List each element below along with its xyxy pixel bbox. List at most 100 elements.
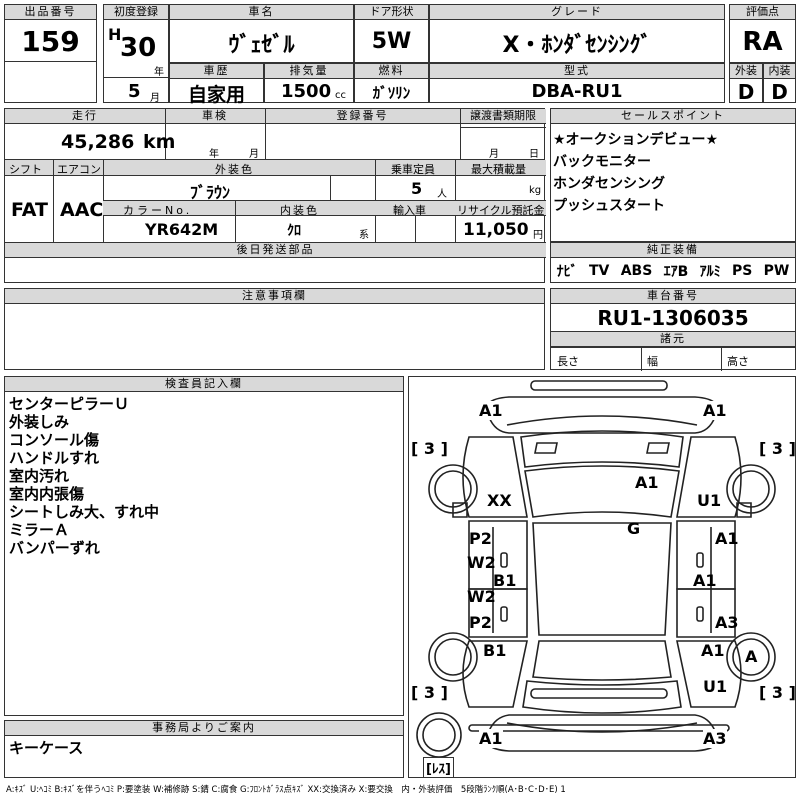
header-block: 出品番号 159 初度登録 H 30 年 5 月 車名 ｳﾞｪｾﾞﾙ ドア形状 … bbox=[4, 4, 796, 106]
car-outline bbox=[416, 380, 776, 758]
equipment-item: ｱﾙﾐ bbox=[699, 264, 721, 280]
mark-rear-door-left-paint: P2 bbox=[469, 613, 492, 632]
car-name-value: ｳﾞｪｾﾞﾙ bbox=[228, 33, 295, 58]
sales-point-item: ホンダセンシング bbox=[553, 176, 665, 192]
capacity-value: 5 bbox=[411, 179, 423, 198]
mark-front-door-right: A1 bbox=[715, 529, 739, 548]
inspector-item: ミラーＡ bbox=[9, 521, 70, 539]
office-label: 事務局よりご案内 bbox=[5, 721, 403, 736]
door-value: 5W bbox=[371, 29, 412, 54]
mark-fender-left: XX bbox=[487, 491, 512, 510]
mark-front-door-left-repair: W2 bbox=[467, 553, 496, 572]
mark-rocker-right: A1 bbox=[693, 571, 717, 590]
model-label: 型式 bbox=[430, 64, 724, 79]
mark-quarter-left: B1 bbox=[483, 641, 507, 660]
recycle-unit: 円 bbox=[533, 230, 543, 241]
deadline-label: 譲渡書類期限 bbox=[460, 109, 546, 124]
tire-rear-left: [ 3 ] bbox=[411, 683, 448, 702]
equipment-item: PW bbox=[763, 263, 790, 279]
shift-label: シフト bbox=[9, 163, 42, 176]
sales-points-block: セールスポイント ★オークションデビュー★ バックモニター ホンダセンシング プ… bbox=[550, 108, 796, 242]
color-no-label: カラーNo. bbox=[123, 204, 193, 217]
capacity-unit: 人 bbox=[437, 189, 447, 200]
notes-block: 注意事項欄 bbox=[4, 288, 545, 370]
grade-value: X・ﾎﾝﾀﾞｾﾝｼﾝｸﾞ bbox=[502, 33, 652, 58]
mark-fender-right: U1 bbox=[697, 491, 722, 510]
max-load-unit: kg bbox=[529, 185, 542, 196]
model-cell: 型式 DBA-RU1 bbox=[429, 63, 725, 103]
inspection-label: 車検 bbox=[165, 109, 265, 124]
score-label: 評価点 bbox=[730, 5, 795, 20]
sales-point-item: バックモニター bbox=[553, 154, 651, 170]
first-registration-label: 初度登録 bbox=[104, 5, 168, 20]
equipment-block: 純正装備 ﾅﾋﾞ TV ABS ｴｱB ｱﾙﾐ PS PW bbox=[550, 242, 796, 283]
displacement-label: 排気量 bbox=[265, 64, 353, 79]
office-block: 事務局よりご案内 キーケース bbox=[4, 720, 404, 778]
deadline-month-unit: 月 bbox=[489, 149, 499, 160]
mark-rear-bumper-left: A1 bbox=[479, 729, 503, 748]
detail-block: 走行 車検 登録番号 譲渡書類期限 45,286 km 年 月 月 日 シフト … bbox=[4, 108, 546, 283]
height-label: 高さ bbox=[727, 355, 749, 368]
reg-no-label: 登録番号 bbox=[265, 109, 460, 124]
equipment-item: TV bbox=[588, 263, 610, 279]
max-load-label: 最大積載量 bbox=[471, 163, 526, 176]
int-color-label: 内装色 bbox=[280, 204, 319, 217]
tire-front-right: [ 3 ] bbox=[759, 439, 796, 458]
mileage-label: 走行 bbox=[5, 109, 165, 124]
car-name-label: 車名 bbox=[170, 5, 353, 20]
mark-front-bumper-left: A1 bbox=[479, 401, 503, 420]
sales-point-item: プッシュスタート bbox=[553, 198, 665, 214]
inspector-item: 室内汚れ bbox=[9, 467, 70, 485]
month-unit: 月 bbox=[150, 93, 160, 104]
mark-rear-door-right: A3 bbox=[715, 613, 739, 632]
tire-front-left: [ 3 ] bbox=[411, 439, 448, 458]
dimensions-label: 諸元 bbox=[551, 332, 795, 347]
tire-spare: [ﾚｽ] bbox=[423, 757, 454, 778]
inspector-item: 室内内張傷 bbox=[9, 485, 85, 503]
mark-front-door-left-paint: P2 bbox=[469, 529, 492, 548]
grade-label: グレード bbox=[430, 5, 724, 20]
equipment-item: ｴｱB bbox=[663, 264, 689, 280]
ext-color-label: 外装色 bbox=[215, 163, 254, 176]
int-color-unit: 系 bbox=[359, 230, 369, 241]
lot-number-value: 159 bbox=[21, 25, 80, 58]
deadline-day-unit: 日 bbox=[529, 149, 539, 160]
legend: A:ｷｽﾞ U:ﾍｺﾐ B:ｷｽﾞを伴うﾍｺﾐ P:要塗装 W:補修跡 S:錆 … bbox=[6, 785, 566, 795]
mileage-unit: km bbox=[143, 131, 176, 153]
era-value: H bbox=[108, 25, 122, 44]
score-value: RA bbox=[742, 27, 783, 57]
score-cell: 評価点 RA bbox=[729, 4, 796, 63]
damage-diagram: [ 3 ] [ 3 ] [ 3 ] [ 3 ] [ﾚｽ] A1 A1 A1 G … bbox=[408, 376, 796, 778]
int-color-value: ｸﾛ bbox=[287, 223, 301, 239]
interior-label: 内装 bbox=[764, 64, 795, 79]
inspector-item: ハンドルすれ bbox=[9, 449, 100, 467]
mark-quarter-right: A1 bbox=[701, 641, 725, 660]
displacement-unit: cc bbox=[335, 90, 346, 101]
history-cell: 車歴 自家用 bbox=[169, 63, 264, 106]
grade-cell: グレード X・ﾎﾝﾀﾞｾﾝｼﾝｸﾞ bbox=[429, 4, 725, 63]
lot-number-cell: 出品番号 159 bbox=[4, 4, 97, 103]
equipment-item: PS bbox=[731, 263, 753, 279]
lot-number-label: 出品番号 bbox=[5, 5, 96, 20]
fuel-value: ｶﾞｿﾘﾝ bbox=[372, 84, 411, 102]
exterior-cell: 外装 D bbox=[729, 63, 763, 104]
history-label: 車歴 bbox=[170, 64, 263, 79]
inspector-item: センターピラーＵ bbox=[9, 395, 130, 413]
chassis-label: 車台番号 bbox=[551, 289, 795, 304]
tire-rear-right: [ 3 ] bbox=[759, 683, 796, 702]
inspector-item: 外装しみ bbox=[9, 413, 70, 431]
car-name-cell: 車名 ｳﾞｪｾﾞﾙ bbox=[169, 4, 354, 63]
mark-hood: A1 bbox=[635, 473, 659, 492]
fuel-cell: 燃料 ｶﾞｿﾘﾝ bbox=[354, 63, 429, 103]
length-label: 長さ bbox=[557, 355, 579, 368]
inspector-label: 検査員記入欄 bbox=[5, 377, 403, 392]
mark-rear-bumper-right: A3 bbox=[703, 729, 727, 748]
displacement-cell: 排気量 1500 cc bbox=[264, 63, 354, 103]
first-registration-cell: 初度登録 H 30 年 5 月 bbox=[103, 4, 169, 104]
notes-label: 注意事項欄 bbox=[5, 289, 544, 304]
inspector-item: バンパーずれ bbox=[9, 539, 100, 557]
recycle-label: リサイクル預託金 bbox=[457, 204, 545, 217]
capacity-label: 乗車定員 bbox=[391, 163, 435, 176]
recycle-value: 11,050 bbox=[463, 220, 529, 240]
mark-windshield: G bbox=[627, 519, 641, 538]
